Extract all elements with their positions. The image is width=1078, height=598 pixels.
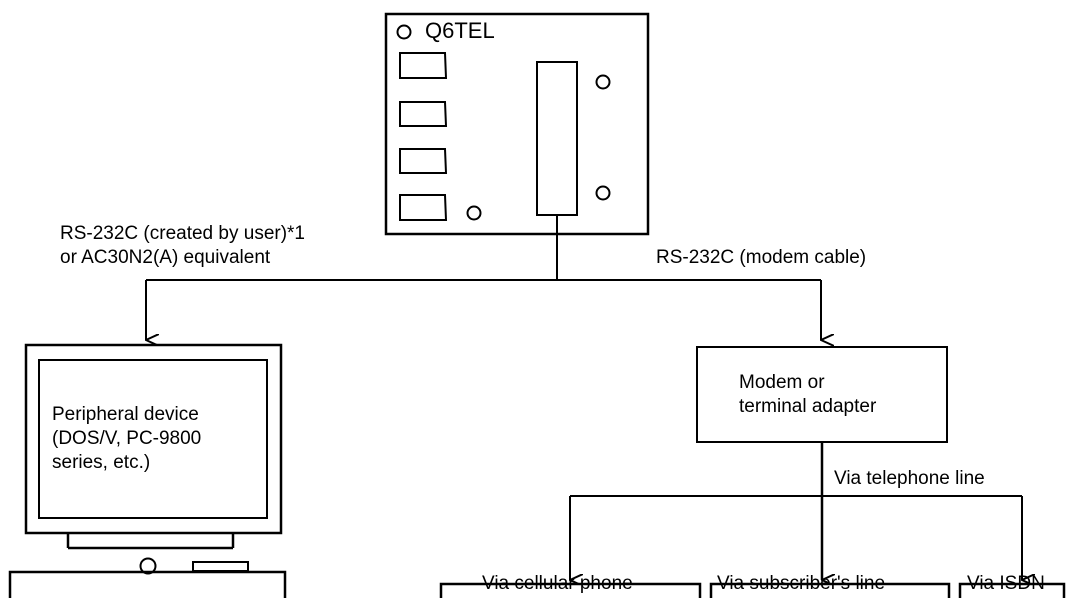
- led-indicator-icon: [399, 194, 448, 221]
- isdn-box: [958, 582, 1066, 598]
- mounting-hole-icon: [396, 24, 412, 40]
- computer-icon: [8, 343, 287, 598]
- power-button-icon: [139, 557, 157, 575]
- isdn-label: Via ISDN: [967, 573, 1045, 594]
- monitor-screen: [38, 359, 268, 519]
- module-outline: [384, 12, 650, 236]
- disk-drive-icon: [192, 561, 249, 572]
- peripheral-label-line2: (DOS/V, PC-9800: [52, 428, 202, 449]
- telephone-lines: [569, 442, 1022, 580]
- left-cable-label-line2: or AC30N2(A) equivalent: [60, 247, 271, 268]
- q6tel-module: [384, 12, 650, 236]
- modem-label-line2: terminal adapter: [739, 396, 877, 417]
- modem-label-line1: Modem or: [739, 372, 825, 393]
- modem-box: [696, 346, 948, 443]
- subscriber-label: Via subscriber's line: [717, 573, 886, 594]
- led-indicator-icon: [399, 148, 448, 174]
- led-indicator-icon: [399, 101, 448, 127]
- cellular-label: Via cellular phone: [482, 573, 633, 594]
- module-name-label: Q6TEL: [425, 18, 495, 43]
- left-cable-label-line1: RS-232C (created by user)*1: [60, 223, 305, 244]
- cellular-box: [439, 582, 702, 598]
- pc-base-outline: [8, 570, 287, 598]
- telephone-line-label: Via telephone line: [834, 468, 985, 489]
- right-cable-label: RS-232C (modem cable): [656, 247, 867, 268]
- screw-icon: [595, 185, 611, 201]
- screw-icon: [595, 74, 611, 90]
- led-indicator-icon: [399, 52, 448, 79]
- cable-lines: [145, 215, 821, 340]
- peripheral-label-line1: Peripheral device: [52, 404, 199, 425]
- subscriber-box: [709, 582, 951, 598]
- peripheral-label-line3: series, etc.): [52, 452, 151, 473]
- monitor-outline: [24, 343, 283, 535]
- screw-icon: [466, 205, 482, 221]
